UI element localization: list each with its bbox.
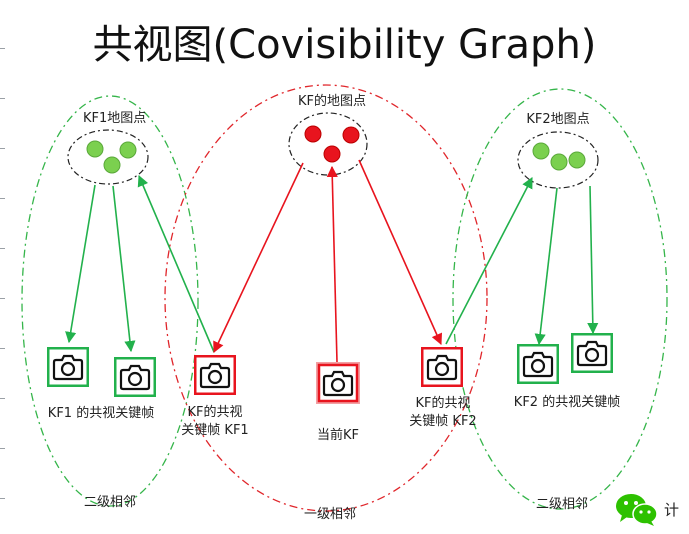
arrow-kf1-cam1-to-points bbox=[65, 184, 96, 344]
kf1-covis-camera-2[interactable] bbox=[113, 356, 157, 401]
kf1-covis-keyframes-label: KF1 的共视关键帧 bbox=[47, 406, 155, 421]
kf2-covis-keyframes-label: KF2 的共视关键帧 bbox=[513, 395, 621, 410]
second-neighbor-region-right bbox=[452, 88, 668, 510]
arrow-kf-points-to-kf1-camera bbox=[213, 162, 304, 354]
second-neighbor-label-right: 二级相邻 bbox=[535, 497, 588, 512]
kf1-map-point bbox=[119, 141, 137, 159]
kf1-map-points-label: KF1地图点 bbox=[83, 111, 147, 126]
kf-map-points-cluster bbox=[288, 112, 368, 176]
kf-covis-kf2-camera[interactable] bbox=[420, 346, 464, 391]
arrow-current-to-kf-points bbox=[326, 165, 338, 363]
kf2-map-point bbox=[568, 151, 586, 169]
arrow-kf2-points-to-cam2 bbox=[587, 185, 599, 335]
first-neighbor-label: 一级相邻 bbox=[303, 507, 356, 522]
arrow-kf1-cam2-to-points bbox=[112, 185, 136, 353]
watermark-text: 计 bbox=[664, 501, 680, 519]
kf-map-point bbox=[304, 125, 322, 143]
camera-icon bbox=[420, 346, 464, 388]
kf2-map-points-label: KF2地图点 bbox=[526, 112, 590, 127]
wechat-icon bbox=[614, 492, 660, 532]
current-kf-label: 当前KF bbox=[316, 428, 359, 443]
camera-icon bbox=[113, 356, 157, 398]
current-kf-camera[interactable] bbox=[316, 362, 360, 408]
page-title: 共视图(Covisibility Graph) bbox=[92, 22, 597, 68]
camera-icon bbox=[193, 354, 237, 396]
arrow-kf2-camera-to-kf2-points bbox=[445, 177, 533, 345]
kf2-covis-camera-2[interactable] bbox=[570, 332, 614, 377]
kf2-map-point bbox=[532, 142, 550, 160]
kf-covis-kf2-label-line2: 关键帧 KF2 bbox=[409, 414, 477, 429]
kf-covis-kf1-label-line2: 关键帧 KF1 bbox=[181, 423, 249, 438]
kf-covis-kf1-camera[interactable] bbox=[193, 354, 237, 399]
kf-map-points-label: KF的地图点 bbox=[297, 94, 366, 109]
kf2-covis-camera-1[interactable] bbox=[516, 343, 560, 388]
arrow-kf2-points-to-cam1 bbox=[534, 187, 558, 346]
camera-icon bbox=[316, 362, 360, 404]
camera-icon bbox=[570, 332, 614, 374]
kf1-map-point bbox=[86, 140, 104, 158]
kf-map-point bbox=[323, 145, 341, 163]
kf1-map-point bbox=[103, 156, 121, 174]
kf1-covis-camera-1[interactable] bbox=[46, 346, 90, 391]
second-neighbor-label-left: 二级相邻 bbox=[83, 495, 136, 510]
first-neighbor-region bbox=[164, 84, 488, 512]
arrow-kf1-camera-to-kf1-points bbox=[137, 174, 215, 353]
kf1-map-points-cluster bbox=[67, 129, 149, 185]
camera-icon bbox=[46, 346, 90, 388]
kf-map-point bbox=[342, 126, 360, 144]
second-neighbor-region-left bbox=[21, 95, 199, 507]
kf-covis-kf1-label-line1: KF的共视 bbox=[187, 405, 243, 420]
camera-icon bbox=[516, 343, 560, 385]
kf2-map-point bbox=[550, 153, 568, 171]
kf-covis-kf2-label-line1: KF的共视 bbox=[415, 396, 471, 411]
arrow-kf-points-to-kf2-camera bbox=[358, 159, 443, 346]
